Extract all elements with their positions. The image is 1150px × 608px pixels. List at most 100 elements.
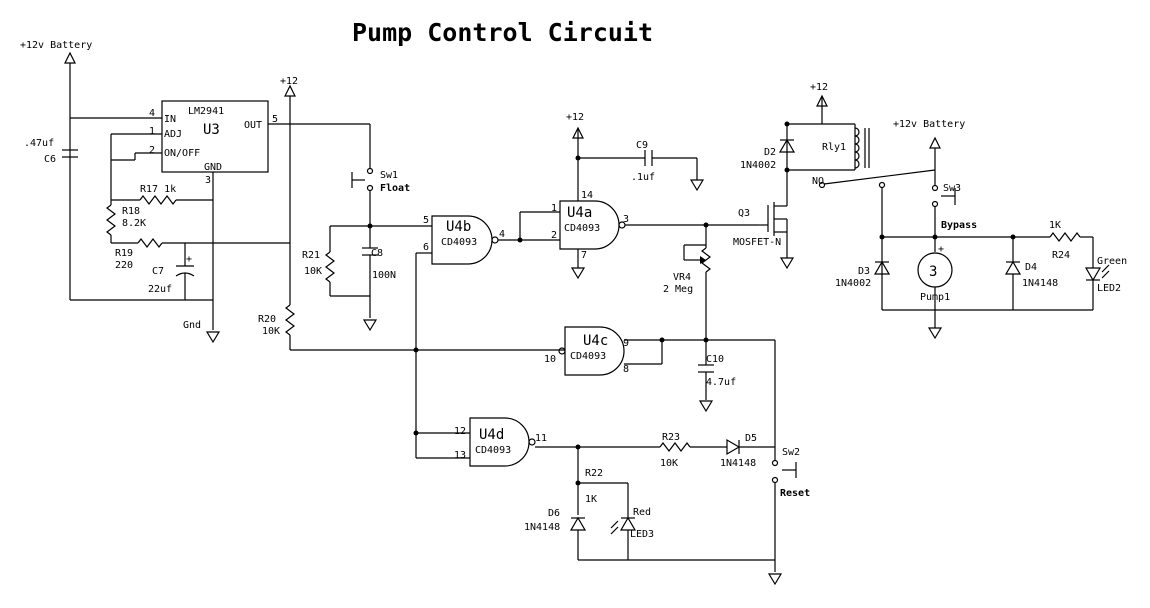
- svg-text:1: 1: [551, 203, 557, 214]
- svg-text:3: 3: [623, 214, 629, 225]
- svg-text:4: 4: [499, 229, 505, 240]
- potentiometer-vr4: VR4 2 Meg: [663, 225, 711, 340]
- diode-d6: D6 1N4148: [524, 508, 587, 560]
- sw1-name: Float: [380, 183, 410, 194]
- u3-pin-in: IN: [164, 114, 176, 125]
- d3-part: 1N4002: [835, 278, 871, 289]
- resistor-r23: R23 10K: [659, 432, 727, 469]
- r19-value: 220: [115, 260, 133, 271]
- v12-label-c: +12: [810, 82, 828, 93]
- ground-gnd: Gnd: [183, 320, 221, 344]
- svg-text:5: 5: [423, 215, 429, 226]
- d2-part: 1N4002: [740, 160, 776, 171]
- d2-ref: D2: [764, 147, 776, 158]
- u3-pin-onoff: ON/OFF: [164, 148, 200, 159]
- led-led2: Green LED2: [1084, 237, 1127, 310]
- u4b-part: CD4093: [441, 237, 477, 248]
- c7-value: 22uf: [148, 284, 172, 295]
- resistor-r18: R18 8.2K: [106, 204, 146, 243]
- v12-label-a: +12: [280, 76, 298, 87]
- sw1-ref: Sw1: [380, 170, 398, 181]
- r21-ref: R21: [302, 250, 320, 261]
- svg-text:3: 3: [205, 175, 211, 186]
- u3-part: LM2941: [188, 106, 224, 117]
- supply-arrow-icon: [816, 94, 828, 107]
- gate-u4a: U4a CD4093 1 2 3 14 7: [551, 190, 629, 261]
- svg-text:13: 13: [454, 450, 466, 461]
- c9-ref: C9: [636, 140, 648, 151]
- c9-value: .1uf: [631, 172, 655, 183]
- vr4-ref: VR4: [673, 272, 691, 283]
- svg-text:10: 10: [544, 354, 556, 365]
- resistor-r24: 1K R24: [1049, 220, 1093, 261]
- led-led3: Red LED3: [610, 483, 654, 560]
- rly1-ref: Rly1: [822, 142, 846, 153]
- resistor-r17: R17 1k: [111, 184, 213, 205]
- u4c-part: CD4093: [570, 351, 606, 362]
- u3-ref: U3: [203, 122, 220, 138]
- svg-text:6: 6: [423, 242, 429, 253]
- svg-text:9: 9: [623, 338, 629, 349]
- vr4-value: 2 Meg: [663, 284, 693, 295]
- gate-u4b: U4b CD4093 5 6 4: [423, 215, 505, 265]
- switch-sw1-float: Sw1 Float: [351, 124, 410, 194]
- resistor-r20: R20 10K: [258, 304, 295, 350]
- ground-icon: [570, 267, 586, 280]
- switch-sw2-reset: Sw2 Reset: [771, 447, 810, 499]
- sw3-ref: Sw3: [943, 183, 961, 194]
- svg-text:2: 2: [149, 145, 155, 156]
- r23-ref: R23: [662, 432, 680, 443]
- svg-text:4: 4: [149, 108, 155, 119]
- gate-u4c: U4c CD4093 9 8 10: [544, 326, 629, 376]
- capacitor-c6: .47uf C6: [24, 138, 78, 165]
- gate-u4d: U4d CD4093 12 13 11: [454, 417, 547, 467]
- svg-text:11: 11: [535, 433, 547, 444]
- r23-value: 10K: [660, 458, 678, 469]
- sw3-name: Bypass: [941, 220, 977, 231]
- r17-label: R17 1k: [140, 184, 176, 195]
- u4a-part: CD4093: [564, 223, 600, 234]
- svg-text:14: 14: [581, 190, 593, 201]
- ground-icon: [779, 257, 795, 270]
- motor-icon: 3: [929, 264, 937, 280]
- d5-ref: D5: [745, 433, 757, 444]
- svg-text:+: +: [186, 254, 192, 265]
- diode-d5: D5 1N4148: [720, 433, 775, 469]
- diode-d3: D3 1N4002: [835, 260, 891, 289]
- u4b-ref: U4b: [446, 219, 471, 235]
- led3-ref: LED3: [630, 529, 654, 540]
- u4d-ref: U4d: [479, 427, 504, 443]
- u3-pin-gnd: GND: [204, 162, 222, 173]
- diagram-title: Pump Control Circuit: [352, 18, 653, 47]
- v12-label-b: +12: [566, 112, 584, 123]
- resistor-r21: R21 10K: [302, 226, 335, 296]
- diode-d4: D4 1N4148: [1004, 237, 1058, 310]
- sw2-name: Reset: [780, 488, 810, 499]
- r20-ref: R20: [258, 314, 276, 325]
- c7-ref: C7: [152, 266, 164, 277]
- r22-ref: R22: [585, 468, 603, 479]
- supply-arrow-icon: [284, 84, 296, 97]
- c10-value: 4.7uf: [706, 377, 736, 388]
- switch-sw3-bypass: Sw3 Bypass: [931, 183, 977, 231]
- pump-motor: + 3 Pump1: [917, 237, 953, 310]
- rly1-no: NO: [812, 176, 824, 187]
- regulator-u3: LM2941 U3 IN ADJ ON/OFF GND OUT 4 1 2 3 …: [149, 100, 278, 186]
- r21-value: 10K: [304, 266, 322, 277]
- c10-ref: C10: [706, 354, 724, 365]
- svg-text:7: 7: [581, 250, 587, 261]
- ground-icon: [767, 573, 783, 586]
- pump-ref: Pump1: [920, 292, 950, 303]
- d5-part: 1N4148: [720, 458, 756, 469]
- capacitor-c10: C10 4.7uf: [698, 340, 736, 400]
- u3-pin-adj: ADJ: [164, 129, 182, 140]
- sw2-ref: Sw2: [782, 447, 800, 458]
- u4c-ref: U4c: [583, 333, 608, 349]
- resistor-r22: R22 1K: [577, 447, 603, 505]
- c8-ref: C8: [371, 248, 383, 259]
- d4-ref: D4: [1025, 262, 1037, 273]
- u4d-part: CD4093: [475, 445, 511, 456]
- r20-value: 10K: [262, 326, 280, 337]
- battery-label-right: +12v Battery: [893, 119, 965, 130]
- q3-type: MOSFET-N: [733, 237, 781, 248]
